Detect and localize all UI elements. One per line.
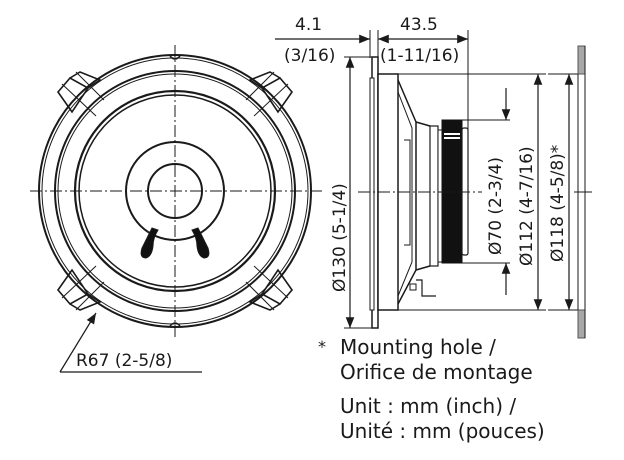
radius-leader xyxy=(59,312,202,373)
dia-112-label: Ø112 (4-7/16) xyxy=(517,146,537,266)
outer-frame xyxy=(38,54,312,328)
dia-118-label: Ø118 (4-5/8)* xyxy=(548,145,568,262)
radius-label: R67 (2-5/8) xyxy=(76,351,172,371)
asterisk-mark: * xyxy=(318,337,326,356)
depth-flange-inch: (3/16) xyxy=(284,46,335,66)
cone-center xyxy=(125,141,225,241)
mounting-panel xyxy=(574,45,592,339)
mounting-tab-tr xyxy=(245,71,294,117)
mounting-tab-br xyxy=(245,265,294,311)
surround xyxy=(73,89,277,293)
tweeter-leg-right xyxy=(191,227,210,259)
dia-70-label: Ø70 (2-3/4) xyxy=(486,157,506,255)
tweeter-leg-left xyxy=(140,227,159,259)
depth-body-value: 43.5 xyxy=(400,15,438,35)
mounting-tab-tl xyxy=(56,71,105,117)
mounting-hole-note: Mounting hole / xyxy=(340,335,496,359)
dust-cap xyxy=(147,163,203,219)
mounting-tab-bl xyxy=(56,265,105,311)
side-view xyxy=(275,30,592,339)
front-view xyxy=(30,45,322,373)
mounting-hole-note-fr: Orifice de montage xyxy=(340,360,533,384)
depth-body-inch: (1-11/16) xyxy=(380,46,459,66)
unit-note-fr: Unité : mm (pouces) xyxy=(340,419,545,443)
unit-note: Unit : mm (inch) / xyxy=(340,394,517,418)
depth-flange-value: 4.1 xyxy=(295,15,322,35)
center-lines xyxy=(30,45,322,340)
basket xyxy=(397,79,417,305)
dia-130-label: Ø130 (5-1/4) xyxy=(330,183,350,292)
